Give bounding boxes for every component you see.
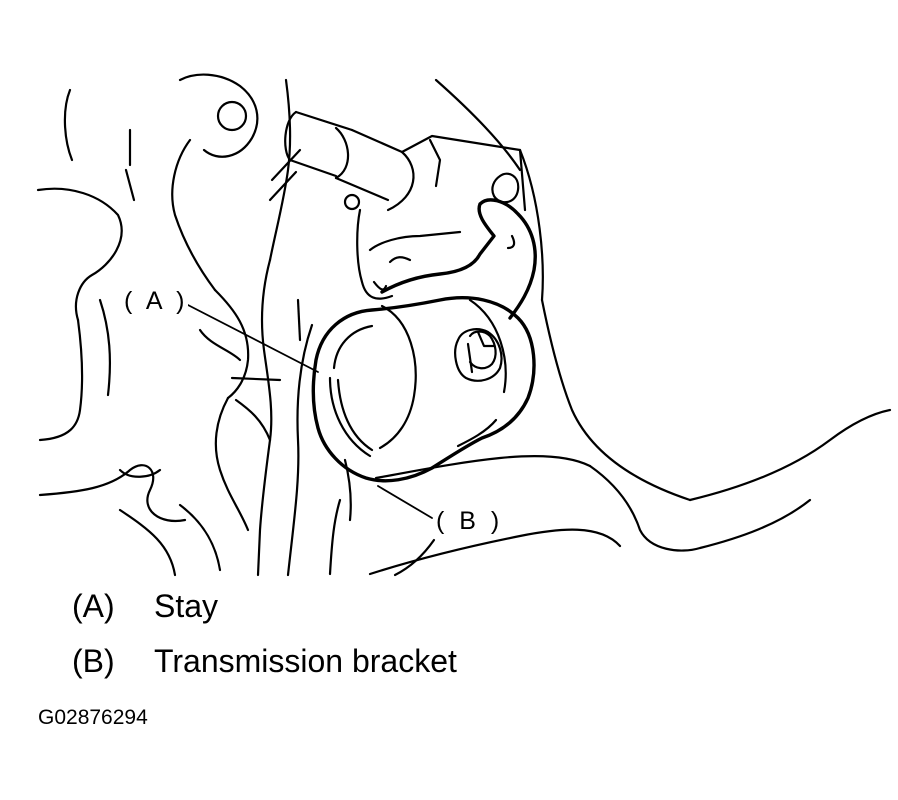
casing-outline	[36, 73, 314, 577]
transmission-bracket-outline	[380, 198, 537, 320]
stay-bracket	[356, 134, 544, 302]
mount-bushing	[311, 296, 536, 483]
callout-label-a: ( A )	[124, 287, 189, 315]
legend-label: Stay	[154, 588, 219, 624]
legend-key: (B)	[72, 643, 115, 679]
leader-lines	[185, 303, 433, 519]
body-contours	[328, 78, 892, 577]
legend-key: (A)	[72, 588, 115, 624]
center-bolt	[454, 328, 503, 382]
mount-illustration	[36, 73, 892, 577]
leader-line-a	[185, 303, 319, 373]
legend-item-a: (A) Stay	[72, 590, 218, 622]
legend-label: Transmission bracket	[154, 643, 457, 679]
legend-item-b: (B) Transmission bracket	[72, 645, 457, 677]
stay-rod	[268, 110, 415, 212]
leader-line-b	[377, 485, 433, 519]
callout-label-b: ( B )	[436, 507, 504, 535]
figure-id: G02876294	[38, 706, 148, 729]
